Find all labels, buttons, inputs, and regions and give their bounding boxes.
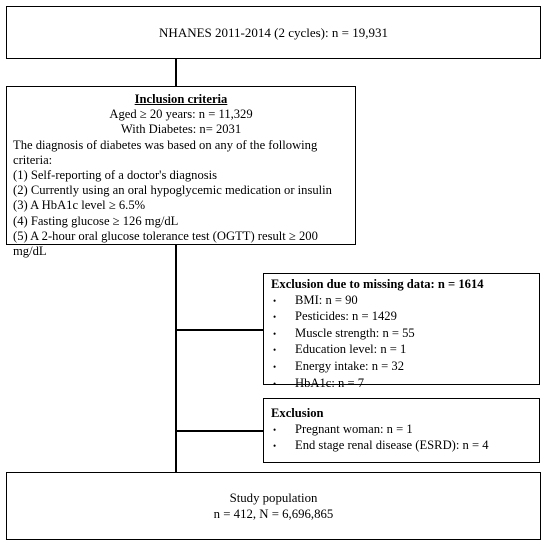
exclusion-item: Pesticides: n = 1429 <box>295 309 397 324</box>
source-population-box: NHANES 2011-2014 (2 cycles): n = 19,931 <box>6 6 541 59</box>
list-item: • Pregnant woman: n = 1 <box>271 422 533 439</box>
missing-data-exclusion-box: Exclusion due to missing data: n = 1614 … <box>263 273 540 390</box>
exclusion-item: Muscle strength: n = 55 <box>295 325 415 340</box>
connector-to-other-exclusion <box>175 430 263 432</box>
study-population-title: Study population <box>229 491 318 505</box>
bullet-icon: • <box>273 361 277 372</box>
criterion-item: (5) A 2-hour oral glucose tolerance test… <box>13 228 318 259</box>
exclusion-title: Exclusion <box>271 406 324 420</box>
list-item: • Education level: n = 1 <box>271 342 533 359</box>
exclusion-item: HbA1c: n = 7 <box>295 375 365 390</box>
list-item: • Energy intake: n = 32 <box>271 359 533 376</box>
bullet-icon: • <box>273 295 277 306</box>
source-population-text: NHANES 2011-2014 (2 cycles): n = 19,931 <box>159 24 388 40</box>
connector-source-to-inclusion <box>175 59 177 86</box>
inclusion-criteria-box: Inclusion criteria Aged ≥ 20 years: n = … <box>6 86 356 258</box>
bullet-icon: • <box>273 312 277 323</box>
connector-inclusion-to-study <box>175 245 177 472</box>
study-population-box: Study population n = 412, N = 6,696,865 <box>6 472 541 540</box>
exclusion-item: Pregnant woman: n = 1 <box>295 421 413 436</box>
exclusion-item: Education level: n = 1 <box>295 342 407 357</box>
age-criterion: Aged ≥ 20 years: n = 11,329 <box>109 107 253 122</box>
list-item: • End stage renal disease (ESRD): n = 4 <box>271 438 533 455</box>
bullet-icon: • <box>273 345 277 356</box>
inclusion-title: Inclusion criteria <box>134 92 228 106</box>
other-exclusion-box: Exclusion • Pregnant woman: n = 1 • End … <box>263 398 540 463</box>
study-population-counts: n = 412, N = 6,696,865 <box>213 507 334 521</box>
bullet-icon: • <box>273 441 277 452</box>
exclusion-item: BMI: n = 90 <box>295 292 358 307</box>
criterion-item: (2) Currently using an oral hypoglycemic… <box>13 183 332 198</box>
criterion-item: (1) Self-reporting of a doctor's diagnos… <box>13 168 218 183</box>
list-item: • Pesticides: n = 1429 <box>271 309 533 326</box>
missing-data-title: Exclusion due to missing data: n = 1614 <box>271 277 484 291</box>
list-item: • BMI: n = 90 <box>271 293 533 310</box>
bullet-icon: • <box>273 424 277 435</box>
list-item: • HbA1c: n = 7 <box>271 376 533 393</box>
bullet-icon: • <box>273 378 277 389</box>
criterion-item: (3) A HbA1c level ≥ 6.5% <box>13 198 146 213</box>
connector-to-missing-exclusion <box>175 329 263 331</box>
criterion-item: (4) Fasting glucose ≥ 126 mg/dL <box>13 213 179 228</box>
list-item: • Muscle strength: n = 55 <box>271 326 533 343</box>
exclusion-item: End stage renal disease (ESRD): n = 4 <box>295 438 489 453</box>
bullet-icon: • <box>273 328 277 339</box>
exclusion-item: Energy intake: n = 32 <box>295 358 404 373</box>
diabetes-count: With Diabetes: n= 2031 <box>120 122 242 137</box>
diagnosis-intro: The diagnosis of diabetes was based on a… <box>13 137 318 167</box>
